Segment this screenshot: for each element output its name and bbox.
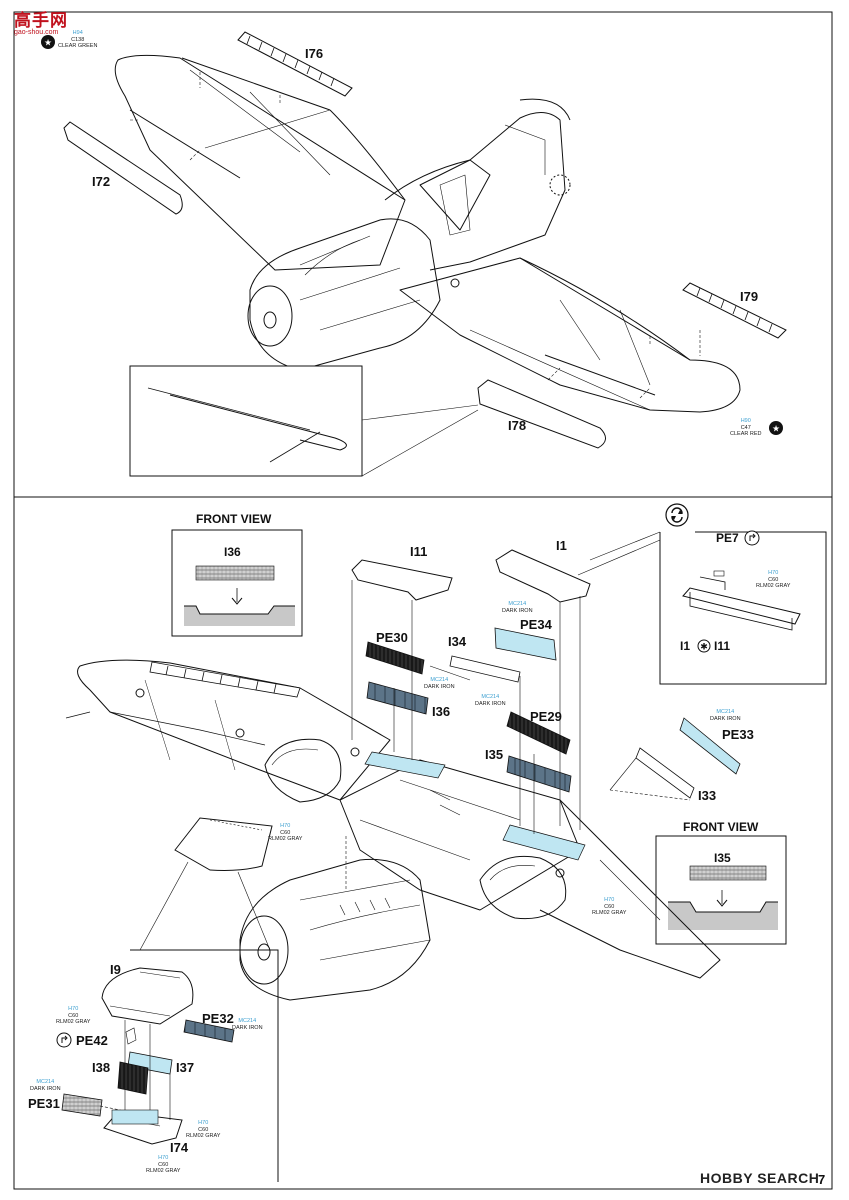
lower-aircraft <box>65 659 721 1001</box>
label-i1-pair: I1 <box>680 639 691 653</box>
paint-callout-dark-iron-2: MC214 DARK IRON <box>475 694 506 707</box>
label-i72: I72 <box>92 174 111 189</box>
pe7-inset <box>577 531 827 685</box>
paint-callout-clear-red: H90 C47 CLEAR RED <box>730 418 762 437</box>
lower-panel-frame <box>13 496 833 1190</box>
site-logo: 高手网 gao-shou.com <box>14 6 68 36</box>
paint-callout-rlm02-3: H70 C60 RLM02 GRAY <box>592 897 627 916</box>
radiator-area-left <box>364 751 446 779</box>
label-i33: I33 <box>698 788 717 803</box>
part-i11-shape <box>351 559 453 601</box>
logo-title: 高手网 <box>14 11 68 30</box>
svg-text:✱: ✱ <box>700 643 708 653</box>
label-i1: I1 <box>556 538 567 553</box>
label-i34: I34 <box>448 634 467 649</box>
part-i72-shape <box>63 121 183 215</box>
label-i36: I36 <box>432 704 451 719</box>
pe7-symbol <box>744 530 760 546</box>
label-pe30: PE30 <box>376 630 408 645</box>
front-view-box-2 <box>655 835 787 945</box>
part-i33-shape <box>635 747 695 799</box>
label-pe33: PE33 <box>722 727 754 742</box>
part-pe30-shape <box>365 641 425 675</box>
rotate-icon <box>665 503 689 527</box>
pe42-symbol <box>56 1032 72 1048</box>
part-i76-shape <box>237 31 353 97</box>
page-number: 7 <box>818 1172 826 1187</box>
paint-callout-rlm02-5: H70 C60 RLM02 GRAY <box>186 1120 221 1139</box>
hobby-search-watermark: HOBBY SEARCH <box>700 1170 820 1186</box>
label-i9: I9 <box>110 962 121 977</box>
label-i79: I79 <box>740 289 759 304</box>
star-symbol-right: ★ <box>769 421 783 435</box>
front-view-box-1 <box>171 529 303 637</box>
paint-callout-clear-green: H94 C138 CLEAR GREEN <box>58 30 98 49</box>
lower-guide-lines <box>139 580 691 951</box>
part-i1-shape <box>495 549 591 603</box>
paint-callout-dark-iron-1: MC214 DARK IRON <box>424 677 455 690</box>
label-pe7: PE7 <box>716 531 739 545</box>
part-i34-shape <box>449 655 521 683</box>
upper-detail-inset <box>129 365 479 477</box>
label-pe42: PE42 <box>76 1033 108 1048</box>
label-i78: I78 <box>508 418 527 433</box>
part-pe29-shape <box>506 711 571 755</box>
part-i78-shape <box>477 379 606 449</box>
i9-inset <box>61 949 279 1182</box>
label-pe31: PE31 <box>28 1096 60 1111</box>
label-i38: I38 <box>92 1060 111 1075</box>
part-i35-shape <box>506 755 572 793</box>
label-pe29: PE29 <box>530 709 562 724</box>
upper-guide-lines <box>130 72 701 399</box>
part-pe34-shape <box>494 627 557 661</box>
paint-callout-dark-iron-6: MC214 DARK IRON <box>30 1079 61 1092</box>
front-view-title-1: FRONT VIEW <box>196 512 272 526</box>
star-symbol-pe7: ✱ <box>697 639 711 653</box>
front-view-title-2: FRONT VIEW <box>683 820 759 834</box>
label-i74: I74 <box>170 1140 189 1155</box>
paint-callout-dark-iron-5: MC214 DARK IRON <box>232 1018 263 1031</box>
label-i11: I11 <box>410 544 428 559</box>
front-view-part-1: I36 <box>224 545 241 559</box>
wing-slats <box>149 661 301 698</box>
radiator-area-right <box>502 824 586 861</box>
paint-callout-dark-iron-4: MC214 DARK IRON <box>710 709 741 722</box>
front-view-part-2: I35 <box>714 851 731 865</box>
part-i36-shape <box>366 681 429 715</box>
svg-text:★: ★ <box>44 39 52 49</box>
upper-aircraft <box>114 54 741 413</box>
part-pe33-shape <box>679 717 741 775</box>
label-i35: I35 <box>485 747 504 762</box>
paint-callout-dark-iron-3: MC214 DARK IRON <box>502 601 533 614</box>
label-i11-pair: I11 <box>714 639 731 653</box>
star-symbol-left: ★ <box>41 35 55 49</box>
paint-callout-rlm02-2: H70 C60 RLM02 GRAY <box>756 570 791 589</box>
logo-url: gao-shou.com <box>14 29 59 36</box>
svg-text:★: ★ <box>772 425 780 435</box>
label-i76: I76 <box>305 46 324 61</box>
part-i79-shape <box>682 282 787 339</box>
label-i37: I37 <box>176 1060 195 1075</box>
hood-detached <box>174 817 273 871</box>
paint-callout-rlm02-6: H70 C60 RLM02 GRAY <box>146 1155 181 1174</box>
label-pe34: PE34 <box>520 617 552 632</box>
label-pe32: PE32 <box>202 1011 234 1026</box>
paint-callout-rlm02-1: H70 C60 RLM02 GRAY <box>268 823 303 842</box>
paint-callout-rlm02-4: H70 C60 RLM02 GRAY <box>56 1006 91 1025</box>
